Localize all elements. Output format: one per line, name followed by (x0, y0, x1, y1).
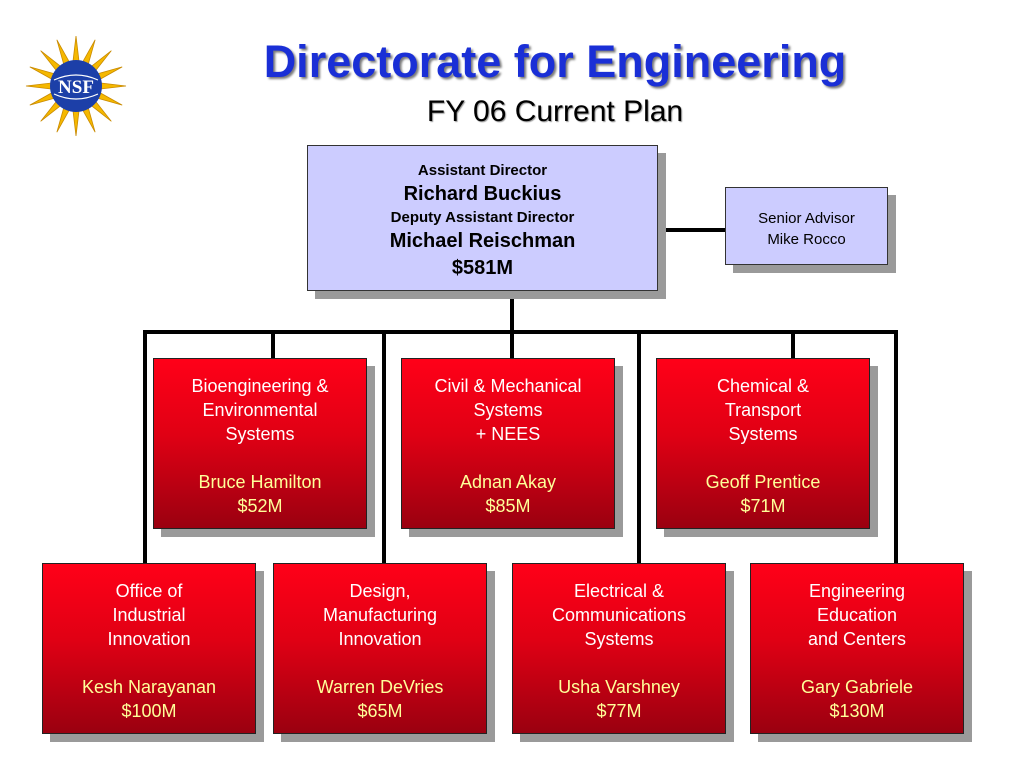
connector-to-education (894, 332, 898, 564)
division-head: Warren DeVries (316, 677, 444, 697)
connector-to-electrical (637, 332, 641, 564)
division-budget: $130M (829, 701, 885, 721)
division-head: Geoff Prentice (705, 472, 821, 492)
division-box-chemical-transport: Chemical & Transport Systems Geoff Prent… (656, 358, 870, 529)
division-box-industrial-innovation: Office of Industrial Innovation Kesh Nar… (42, 563, 256, 734)
division-title-line: Manufacturing (322, 605, 438, 625)
connector-to-design (382, 332, 386, 564)
connector-ad-to-advisor (658, 228, 725, 232)
division-title-line: Industrial (112, 605, 186, 625)
ad-role: Assistant Director (417, 162, 548, 179)
division-box-education-centers: Engineering Education and Centers Gary G… (750, 563, 964, 734)
page-subtitle: FY 06 Current Plan (426, 95, 684, 128)
advisor-role: Senior Advisor (758, 210, 855, 227)
division-title-line: Communications (551, 605, 687, 625)
division-title-line: Systems (584, 629, 654, 649)
division-title-line: Education (816, 605, 898, 625)
division-title-line: Innovation (338, 629, 422, 649)
connector-to-civil (510, 332, 514, 359)
division-title-line: Innovation (107, 629, 191, 649)
division-budget: $100M (121, 701, 177, 721)
nsf-logo: NSF (25, 35, 127, 137)
page-title: Directorate for Engineering (263, 36, 847, 87)
division-box-electrical-communications: Electrical & Communications Systems Usha… (512, 563, 726, 734)
division-budget: $71M (740, 496, 786, 516)
nsf-logo-text: NSF (58, 77, 94, 98)
division-head: Adnan Akay (459, 472, 557, 492)
division-head: Usha Varshney (558, 677, 680, 697)
division-box-civil-mechanical: Civil & Mechanical Systems + NEES Adnan … (401, 358, 615, 529)
senior-advisor-box: Senior Advisor Mike Rocco (725, 187, 888, 265)
division-title-line: Bioengineering & (191, 376, 329, 396)
division-title-line: Systems (225, 424, 295, 444)
division-head: Gary Gabriele (800, 677, 914, 697)
division-title-line: Office of (115, 581, 183, 601)
division-head: Kesh Narayanan (81, 677, 217, 697)
division-head: Bruce Hamilton (198, 472, 322, 492)
division-title-line: Engineering (808, 581, 906, 601)
division-title-line: Transport (724, 400, 802, 420)
connector-to-industrial (143, 332, 147, 564)
division-budget: $77M (596, 701, 642, 721)
division-title-line: and Centers (807, 629, 907, 649)
ad-name: Richard Buckius (403, 183, 562, 205)
connector-to-chemical (791, 332, 795, 359)
connector-ad-trunk (510, 291, 514, 333)
division-budget: $65M (357, 701, 403, 721)
connector-to-bioengineering (271, 332, 275, 359)
division-title-line: Design, (349, 581, 411, 601)
deputy-role: Deputy Assistant Director (390, 209, 575, 226)
division-budget: $52M (237, 496, 283, 516)
division-title-line: Electrical & (573, 581, 665, 601)
advisor-name: Mike Rocco (767, 231, 846, 248)
nsf-logo-rays (25, 35, 127, 137)
division-title-line: Systems (728, 424, 798, 444)
ad-budget: $581M (451, 257, 514, 279)
division-box-design-manufacturing: Design, Manufacturing Innovation Warren … (273, 563, 487, 734)
division-title-line: Civil & Mechanical (434, 376, 582, 396)
deputy-name: Michael Reischman (389, 230, 576, 252)
division-title-line: + NEES (475, 424, 541, 444)
connector-horizontal-bus (143, 330, 898, 334)
division-title-line: Systems (473, 400, 543, 420)
division-title-line: Chemical & (716, 376, 810, 396)
nsf-logo-globe (50, 60, 102, 112)
division-title-line: Environmental (202, 400, 318, 420)
division-budget: $85M (485, 496, 531, 516)
assistant-director-box: Assistant Director Richard Buckius Deput… (307, 145, 658, 291)
division-box-bioengineering: Bioengineering & Environmental Systems B… (153, 358, 367, 529)
